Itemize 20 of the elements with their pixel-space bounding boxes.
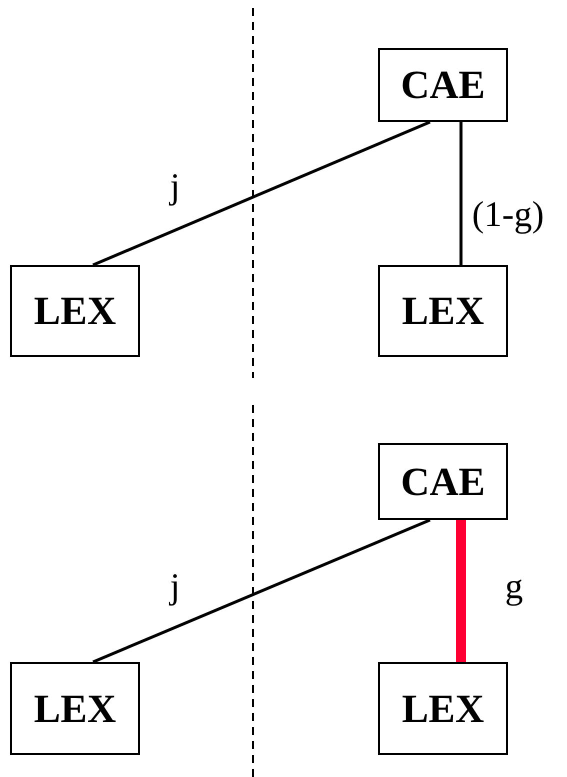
edge-label: j	[170, 168, 180, 204]
box-label: LEX	[402, 688, 484, 728]
box-label: LEX	[34, 688, 116, 728]
process-box	[10, 265, 140, 357]
connector-line	[92, 518, 431, 664]
edge-label: (1-g)	[472, 196, 544, 232]
connector-line	[92, 120, 431, 266]
process-box	[378, 443, 508, 520]
process-box	[10, 662, 140, 755]
box-label: LEX	[402, 291, 484, 331]
process-box	[378, 48, 508, 122]
process-box	[378, 662, 508, 755]
edge-label: j	[170, 568, 180, 604]
edge-label: g	[505, 568, 523, 604]
process-box	[378, 265, 508, 357]
box-label: CAE	[400, 65, 486, 105]
connector-line	[456, 520, 466, 662]
box-label: LEX	[34, 291, 116, 331]
box-label: CAE	[400, 462, 486, 502]
connector-line	[460, 122, 462, 265]
